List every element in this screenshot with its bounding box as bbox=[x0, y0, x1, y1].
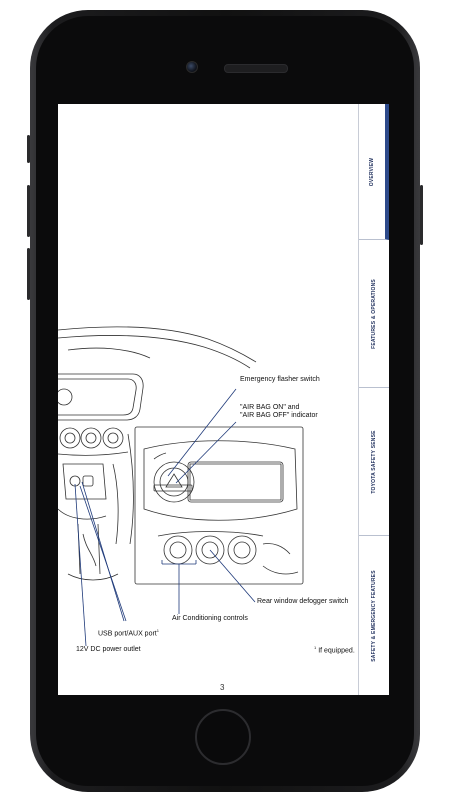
tab-safety-emergency-features-label: SAFETY & EMERGENCY FEATURES bbox=[371, 569, 377, 662]
airbag-indicator-label-line2: "AIR BAG OFF" indicator bbox=[240, 412, 318, 419]
tab-overview-label: OVERVIEW bbox=[369, 157, 375, 186]
volume-up-button bbox=[27, 185, 30, 237]
usb-port-text: USB port/AUX port bbox=[98, 630, 157, 638]
dashboard-illustration bbox=[58, 326, 304, 647]
front-camera-icon bbox=[186, 61, 198, 73]
power-button bbox=[420, 185, 423, 245]
tab-features-operations-label: FEATURES & OPERATIONS bbox=[371, 278, 377, 349]
footnote: 1 If equipped. bbox=[314, 645, 355, 654]
footnote-mark: 1 bbox=[314, 645, 317, 650]
volume-down-button bbox=[27, 248, 30, 300]
section-tabs: OVERVIEW FEATURES & OPERATIONS TOYOTA SA… bbox=[358, 104, 389, 695]
tab-toyota-safety-sense-label: TOYOTA SAFETY SENSE bbox=[371, 429, 377, 494]
manual-page: Emergency flasher switch "AIR BAG ON" an… bbox=[58, 104, 389, 695]
mute-switch bbox=[27, 135, 30, 163]
tab-overview[interactable]: OVERVIEW bbox=[359, 104, 389, 240]
tab-features-operations[interactable]: FEATURES & OPERATIONS bbox=[359, 240, 389, 388]
home-button[interactable] bbox=[195, 709, 251, 765]
usb-port-label: USB port/AUX port1 bbox=[98, 627, 159, 638]
airbag-indicator-label-line1: "AIR BAG ON" and bbox=[240, 404, 300, 411]
earpiece-speaker bbox=[224, 64, 288, 73]
emergency-flasher-label: Emergency flasher switch bbox=[240, 376, 320, 383]
usb-port-footnote-mark: 1 bbox=[156, 628, 159, 633]
ac-controls-label: Air Conditioning controls bbox=[172, 615, 248, 622]
rear-defogger-label: Rear window defogger switch bbox=[257, 598, 349, 605]
tab-safety-emergency-features[interactable]: SAFETY & EMERGENCY FEATURES bbox=[359, 536, 389, 695]
footnote-text: If equipped. bbox=[318, 647, 355, 655]
page-number: 3 bbox=[220, 683, 225, 692]
tab-toyota-safety-sense[interactable]: TOYOTA SAFETY SENSE bbox=[359, 388, 389, 536]
dc-outlet-label: 12V DC power outlet bbox=[76, 646, 141, 653]
